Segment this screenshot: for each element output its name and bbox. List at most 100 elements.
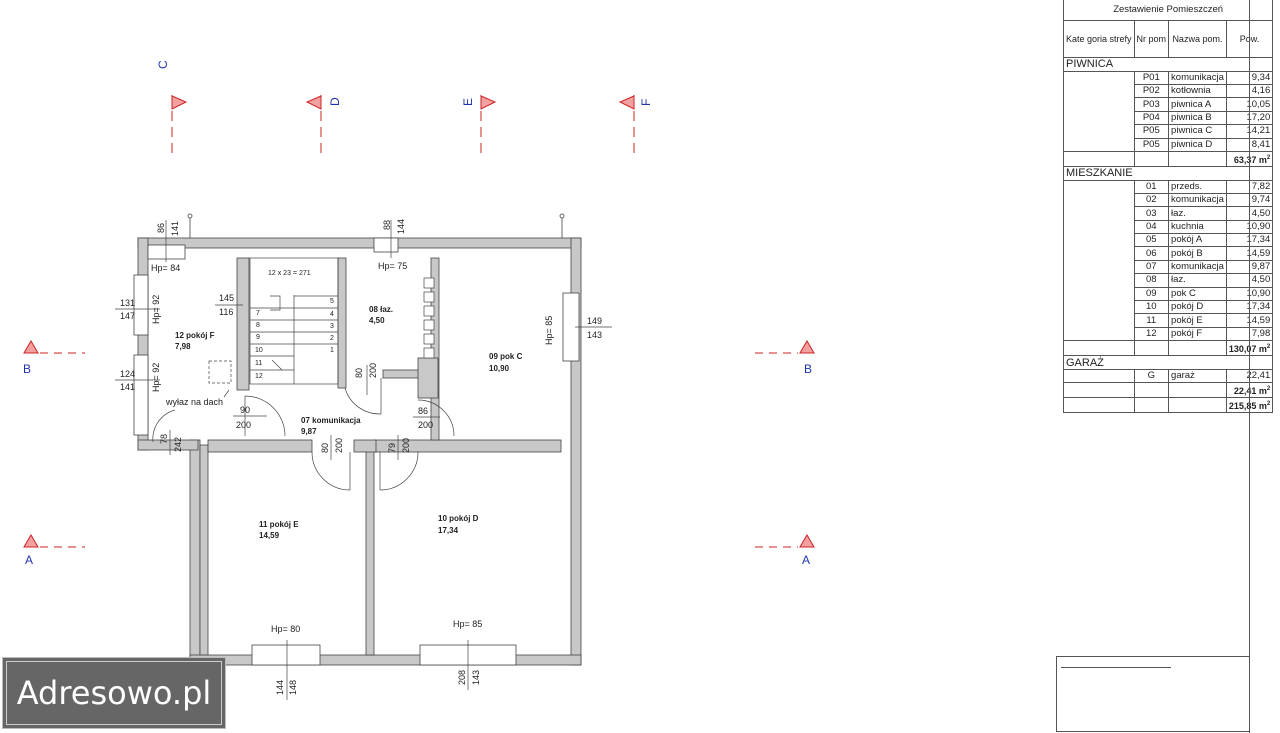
schedule-cell-name: pokój E (1168, 313, 1227, 328)
walls (137, 237, 582, 666)
schedule-cell-name: pokój F (1168, 326, 1227, 342)
dim-200b: 200 (236, 420, 251, 430)
dim-90: 90 (240, 405, 250, 415)
schedule-subtotal-row: 22,41 m2 (1063, 382, 1274, 399)
schedule-cell-category (1063, 138, 1135, 152)
schedule-title: Zestawienie Pomieszczeń (1062, 0, 1274, 21)
schedule-cell-number: P05 (1133, 124, 1170, 139)
schedule-cell-number: 10 (1133, 300, 1170, 315)
room-07-label: 07 komunikacja (301, 416, 361, 425)
dim-124: 124 (120, 369, 135, 379)
schedule-cell-category (1063, 246, 1135, 261)
schedule-cell-name: przeds. (1168, 179, 1227, 194)
schedule-cell-number: 03 (1133, 206, 1170, 221)
height-hp85-room09: Hp= 85 (544, 316, 554, 345)
schedule-group-1: MIESZKANIE (1062, 165, 1274, 181)
height-hp92-lower: Hp= 92 (151, 363, 161, 392)
title-block (1056, 656, 1250, 732)
schedule-cell-category (1063, 124, 1135, 139)
schedule-cell-name: piwnica A (1168, 97, 1227, 112)
schedule-cell-number: P02 (1133, 83, 1170, 99)
schedule-cell-category (1063, 71, 1135, 85)
dim-148: 148 (288, 680, 298, 695)
schedule-cell-category (1063, 260, 1135, 274)
schedule-cell-category (1063, 111, 1135, 125)
schedule-cell-name: pokój B (1168, 246, 1227, 261)
schedule-cell-number: 11 (1133, 313, 1170, 328)
unit-superscript: 2 (1266, 344, 1271, 351)
room-09-label: 09 pok C (489, 352, 523, 361)
schedule-cell-name: piwnica D (1168, 137, 1227, 152)
room-schedule-table: Zestawienie Pomieszczeń Kate goria stref… (1062, 0, 1274, 414)
schedule-cell-empty (1133, 150, 1170, 167)
dim-208: 208 (457, 670, 467, 685)
unit-superscript: 2 (1266, 401, 1271, 408)
schedule-cell-empty (1063, 397, 1135, 414)
axis-label-e: E (461, 98, 475, 106)
schedule-grand-total-row: 215,85 m2 (1063, 397, 1274, 414)
dim-80a: 80 (354, 368, 364, 378)
height-hp80: Hp= 80 (271, 624, 300, 634)
schedule-cell-name: komunikacja (1168, 70, 1227, 85)
svg-text:8: 8 (256, 322, 260, 329)
schedule-cell-number: 08 (1133, 273, 1170, 288)
schedule-cell-category (1063, 220, 1135, 234)
schedule-subtotal-row: 63,37 m2 (1063, 150, 1274, 167)
staircase (249, 257, 339, 385)
schedule-cell-name: komunikacja (1168, 192, 1227, 208)
schedule-cell-number: 12 (1133, 326, 1170, 342)
dim-143: 143 (587, 330, 602, 340)
schedule-cell-name: komunikacja (1168, 259, 1227, 275)
dimension-lines (115, 220, 612, 700)
schedule-cell-category (1063, 327, 1135, 341)
schedule-cell-category (1063, 206, 1135, 221)
watermark-text: Adresowo.pl (16, 674, 212, 712)
dim-200e: 200 (401, 438, 411, 453)
svg-text:2: 2 (330, 335, 334, 342)
schedule-cell-category (1063, 97, 1135, 112)
schedule-cell-number: P03 (1133, 97, 1170, 112)
schedule-cell-number: 09 (1133, 286, 1170, 302)
room-12-area: 7,98 (175, 342, 191, 351)
subtotal-value: 130,07 m (1228, 344, 1267, 355)
schedule-cell-category (1063, 180, 1135, 194)
dim-147: 147 (120, 311, 135, 321)
dim-88: 88 (382, 220, 392, 230)
room-09-area: 10,90 (489, 364, 510, 373)
height-hp84: Hp= 84 (151, 263, 180, 273)
schedule-subtotal-row: 130,07 m2 (1063, 340, 1274, 357)
schedule-cell-number: 01 (1133, 179, 1170, 194)
axis-label-b-left: B (23, 362, 31, 376)
room-07-area: 9,87 (301, 427, 317, 436)
room-08-label: 08 łaz. (369, 305, 393, 314)
schedule-cell-category (1063, 287, 1135, 301)
schedule-cell-empty (1133, 340, 1170, 357)
schedule-cell-name: pokój A (1168, 233, 1227, 248)
schedule-cell-number: P01 (1133, 70, 1170, 85)
col-header-number: Nr pom (1133, 20, 1170, 58)
dim-86b: 86 (418, 406, 428, 416)
axis-markers-side (23, 340, 815, 548)
dim-78: 78 (159, 434, 169, 444)
schedule-cell-empty (1168, 397, 1227, 414)
schedule-group-2: GARAŻ (1062, 355, 1274, 370)
svg-text:10: 10 (255, 347, 263, 354)
height-hp85-room10: Hp= 85 (453, 619, 482, 629)
schedule-cell-empty (1133, 397, 1170, 414)
bath-fixtures (423, 277, 435, 359)
room-08-area: 4,50 (369, 316, 385, 325)
schedule-cell-category (1063, 313, 1135, 328)
